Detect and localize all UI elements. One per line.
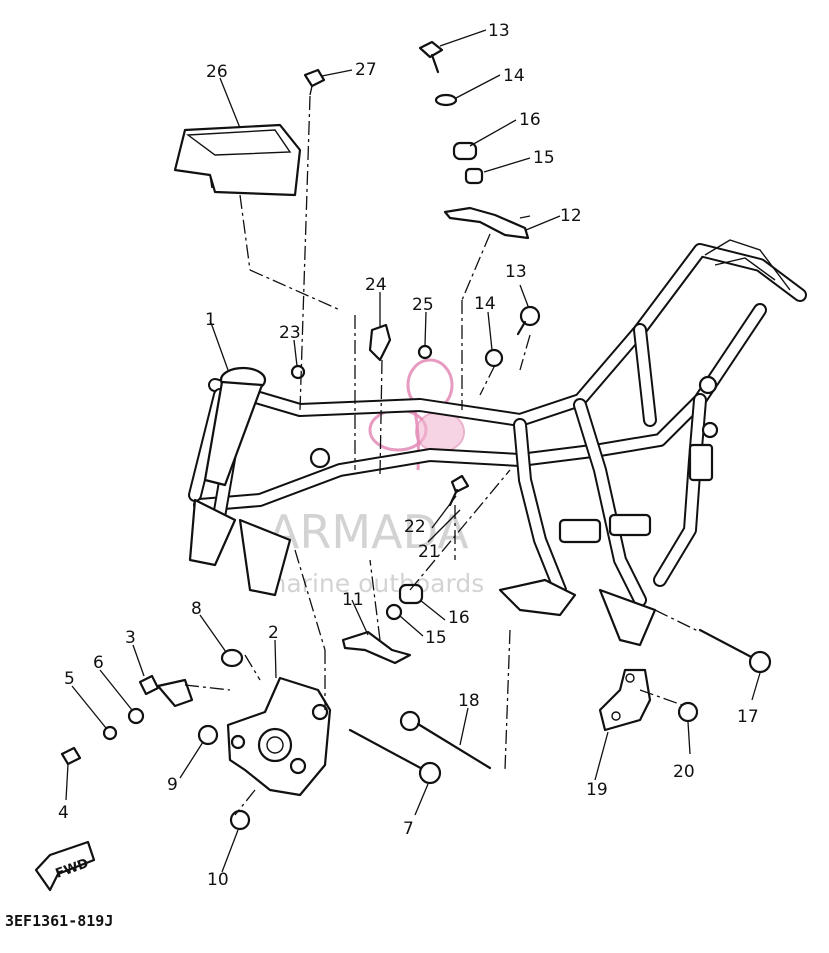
nut-part-5: [102, 725, 118, 741]
callout-11: 11: [342, 590, 364, 610]
callout-3: 3: [125, 628, 136, 648]
callout-14-mid: 14: [474, 294, 496, 314]
collar-part-16-top: [452, 141, 478, 161]
bolt-part-13-top: [418, 40, 444, 74]
callout-20: 20: [673, 762, 695, 782]
nut-part-20: [677, 701, 699, 723]
callout-2: 2: [268, 623, 279, 643]
main-frame: [188, 239, 807, 647]
watermark: ARMADA marine outboards: [262, 358, 484, 598]
callout-24: 24: [365, 275, 387, 295]
cover-part-26: [173, 123, 302, 197]
forward-arrow-icon: FWD: [34, 840, 96, 892]
callout-17: 17: [737, 707, 759, 727]
bolt-part-7: [348, 728, 442, 785]
washer-part-6: [127, 707, 145, 725]
drawing-code: 3EF1361-819J: [5, 912, 113, 930]
collar-part-15-mid: [385, 603, 403, 621]
callout-16-mid: 16: [448, 608, 470, 628]
nut-part-25: [417, 344, 433, 360]
callout-25: 25: [412, 295, 434, 315]
callout-21: 21: [418, 542, 440, 562]
callout-8: 8: [191, 599, 202, 619]
callout-12: 12: [560, 206, 582, 226]
callout-labels: 1 2 3 4 5 6 7 8 9 10 11 12 13 13 14 14 1…: [58, 21, 759, 890]
engine-mount-part-2: [226, 676, 332, 797]
callout-15-mid: 15: [425, 628, 447, 648]
callout-13-mid: 13: [505, 262, 527, 282]
bracket-part-12: [443, 206, 530, 240]
nut-part-10: [229, 809, 251, 831]
callout-15-top: 15: [533, 148, 555, 168]
callout-6: 6: [93, 653, 104, 673]
callout-7: 7: [403, 819, 414, 839]
callout-9: 9: [167, 775, 178, 795]
callout-4: 4: [58, 803, 69, 823]
nut-part-8: [220, 648, 244, 668]
callout-16-top: 16: [519, 110, 541, 130]
bolt-part-17: [698, 628, 772, 674]
callout-10: 10: [207, 870, 229, 890]
callout-22: 22: [404, 517, 426, 537]
bolt-part-3: [138, 674, 194, 708]
bolt-part-27: [303, 68, 326, 96]
nut-part-9: [197, 724, 219, 746]
washer-part-14-top: [434, 93, 458, 107]
callout-26: 26: [206, 62, 228, 82]
callout-13-top: 13: [488, 21, 510, 41]
nut-part-14-mid: [484, 348, 504, 368]
callout-23: 23: [279, 323, 301, 343]
callout-14-top: 14: [503, 66, 525, 86]
bolt-part-18: [399, 710, 492, 770]
callout-19: 19: [586, 780, 608, 800]
callout-18: 18: [458, 691, 480, 711]
bolt-part-13-mid: [516, 305, 541, 336]
assembly-lines: [184, 95, 701, 816]
collar-part-16-mid: [398, 583, 424, 605]
bracket-part-11: [341, 630, 412, 665]
callout-1: 1: [205, 310, 216, 330]
bolt-part-4: [60, 746, 82, 766]
clip-part-24: [368, 323, 392, 362]
callout-27: 27: [355, 60, 377, 80]
watermark-brand: ARMADA: [268, 505, 469, 559]
bracket-part-19: [598, 668, 652, 732]
collar-part-15-top: [464, 167, 484, 185]
callout-5: 5: [64, 669, 75, 689]
nut-part-23: [290, 364, 306, 380]
leader-lines: [65, 29, 761, 873]
